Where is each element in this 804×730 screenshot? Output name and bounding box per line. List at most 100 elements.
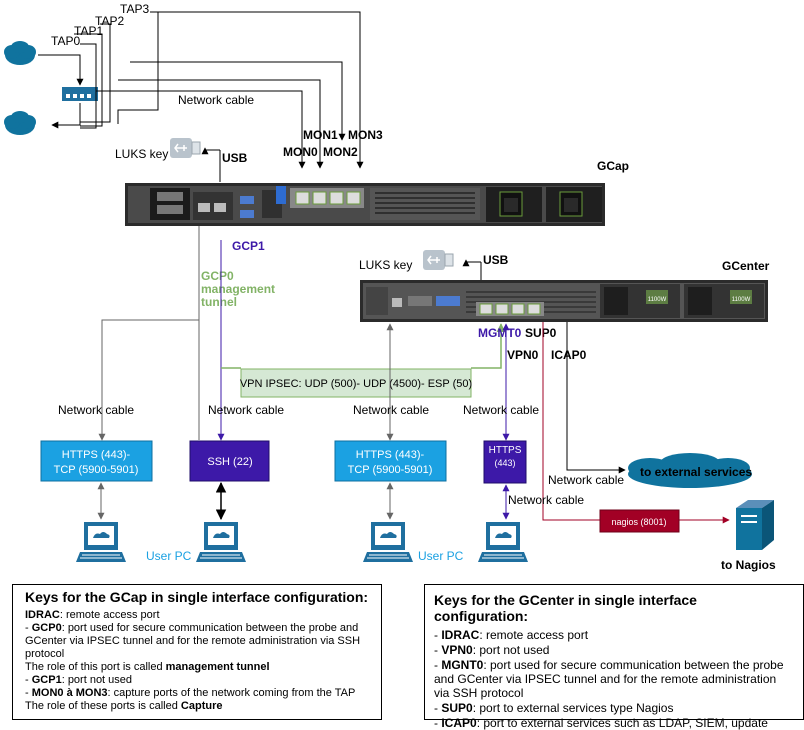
key-term: MON0 à MON3 xyxy=(31,687,108,699)
tap1-label: TAP1 xyxy=(74,24,103,38)
key-prefix: - xyxy=(434,716,442,730)
gcenter-key-mgnt0: - MGNT0: port used for secure communicat… xyxy=(434,658,794,700)
gcap-key-mon: - MON0 à MON3: capture ports of the netw… xyxy=(25,687,369,700)
https-port-label: (443) xyxy=(494,458,515,468)
gcp1-label: GCP1 xyxy=(232,239,265,253)
usb-key-icon xyxy=(169,137,201,159)
gcp0-label: GCP0 xyxy=(201,269,234,283)
vpn0-label: VPN0 xyxy=(507,348,539,362)
key-term: Capture xyxy=(180,700,223,712)
user-pc-label: User PC xyxy=(418,549,464,563)
tap0-label: TAP0 xyxy=(51,34,80,48)
key-term: SUP0 xyxy=(441,701,473,715)
gcenter-key-sup0: - SUP0: port to external services type N… xyxy=(434,701,794,715)
usb-key-icon xyxy=(422,249,454,271)
computer-icon xyxy=(362,521,414,563)
sup0-label: SUP0 xyxy=(525,326,557,340)
mon1-label: MON1 xyxy=(303,128,338,142)
computer-icon xyxy=(477,521,529,563)
key-desc: : port not used xyxy=(61,674,133,686)
key-desc: : port to external services type Nagios xyxy=(472,701,674,715)
key-term: GCP0 xyxy=(31,622,62,634)
network-cable-label: Network cable xyxy=(208,403,284,417)
network-cable-label: Network cable xyxy=(58,403,134,417)
cloud-icon xyxy=(4,41,36,65)
key-desc: : port to external services such as LDAP… xyxy=(476,716,768,730)
gcap-key-gcp1: - GCP1: port not used xyxy=(25,674,369,687)
ssh-box xyxy=(189,440,270,482)
network-cable-label: Network cable xyxy=(353,403,429,417)
gcap-usb-label: USB xyxy=(222,151,248,165)
gcap-key-role2: The role of these ports is called Captur… xyxy=(25,700,369,713)
https-label: HTTPS xyxy=(489,445,522,456)
gcap-keys-title: Keys for the GCap in single interface co… xyxy=(25,589,369,605)
gcap-server xyxy=(125,183,605,226)
gcap-keys-panel: Keys for the GCap in single interface co… xyxy=(12,584,382,720)
gcenter-keys-panel: Keys for the GCenter in single interface… xyxy=(424,584,804,730)
key-term: IDRAC xyxy=(25,609,60,621)
key-desc: : remote access port xyxy=(59,609,160,621)
network-cable-label-top: Network cable xyxy=(178,93,254,107)
server-icon xyxy=(736,500,774,550)
key-desc: : port used for secure communication bet… xyxy=(434,658,784,700)
https-tcp-label: HTTPS (443)- xyxy=(62,449,131,461)
gcap-key-gcp0: - GCP0: port used for secure communicati… xyxy=(25,622,369,661)
https-tcp-box-gcap xyxy=(40,440,153,482)
gcenter-usb-label: USB xyxy=(483,253,509,267)
key-prefix: - xyxy=(434,628,442,642)
ssh-label: SSH (22) xyxy=(207,456,252,468)
key-desc: : remote access port xyxy=(479,628,589,642)
network-cable-label: Network cable xyxy=(463,403,539,417)
key-term: management tunnel xyxy=(165,661,270,673)
gcp0-management-label: management xyxy=(201,282,275,296)
psu1-label: 1100W xyxy=(648,297,667,303)
key-prefix: - xyxy=(434,643,442,657)
gcap-key-role1: The role of this port is called manageme… xyxy=(25,661,369,674)
mgmt0-label: MGMT0 xyxy=(478,326,522,340)
https-tcp-box-gcenter xyxy=(334,440,447,482)
gcenter-key-icap0: - ICAP0: port to external services such … xyxy=(434,716,794,730)
nagios-port-box xyxy=(599,509,680,533)
gcp0-tunnel-label: tunnel xyxy=(201,295,237,309)
to-nagios-label: to Nagios xyxy=(721,558,776,572)
key-desc: The role of these ports is called xyxy=(25,700,181,712)
key-prefix: - xyxy=(25,674,32,686)
mon0-label: MON0 xyxy=(283,145,318,159)
vpn-ipsec-label: VPN IPSEC: UDP (500)- UDP (4500)- ESP (5… xyxy=(240,378,472,390)
user-pc-label: User PC xyxy=(146,549,192,563)
key-term: GCP1 xyxy=(31,674,62,686)
cloud-icon xyxy=(628,453,752,488)
https-box xyxy=(483,440,527,484)
nagios-port-label: nagios (8001) xyxy=(611,517,666,527)
gcap-luks-key-label: LUKS key xyxy=(115,147,168,161)
key-desc: : capture ports of the network coming fr… xyxy=(107,687,356,699)
key-term: VPN0 xyxy=(441,643,473,657)
tap-device-icon xyxy=(62,87,98,101)
tap3-label: TAP3 xyxy=(120,2,149,16)
tcp-port-label: TCP (5900-5901) xyxy=(54,464,139,476)
key-prefix: - xyxy=(434,701,442,715)
key-prefix: - xyxy=(25,622,32,634)
gcap-label: GCap xyxy=(597,159,629,173)
computer-icon xyxy=(75,521,127,563)
gcenter-luks-key-label: LUKS key xyxy=(359,258,412,272)
key-term: ICAP0 xyxy=(441,716,477,730)
key-desc: : port not used xyxy=(472,643,550,657)
gcap-key-idrac: IDRAC: remote access port xyxy=(25,609,369,622)
key-term: MGNT0 xyxy=(441,658,484,672)
network-cable-label: Network cable xyxy=(508,493,584,507)
tap2-label: TAP2 xyxy=(95,14,124,28)
key-term: IDRAC xyxy=(441,628,480,642)
https-tcp-label: HTTPS (443)- xyxy=(356,449,425,461)
gcenter-server xyxy=(360,280,768,322)
gcenter-key-idrac: - IDRAC: remote access port xyxy=(434,628,794,642)
mon2-label: MON2 xyxy=(323,145,358,159)
gcenter-label: GCenter xyxy=(722,259,770,273)
mon3-label: MON3 xyxy=(348,128,383,142)
key-desc: : port used for secure communication bet… xyxy=(25,622,361,660)
gcenter-key-vpn0: - VPN0: port not used xyxy=(434,643,794,657)
psu2-label: 1100W xyxy=(732,297,751,303)
computer-icon xyxy=(195,521,247,563)
key-prefix: - xyxy=(25,687,32,699)
